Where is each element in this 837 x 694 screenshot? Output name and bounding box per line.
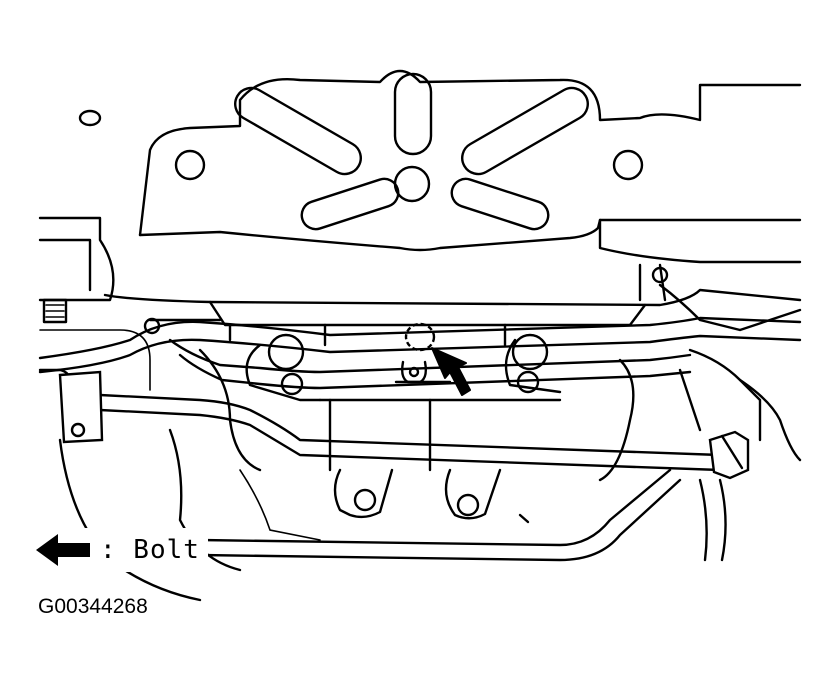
bolt-dashed-outline <box>404 322 436 352</box>
slot-upper-right <box>461 86 589 176</box>
pipes <box>38 316 802 472</box>
left-engine-structure <box>38 216 151 391</box>
center-hole <box>393 165 431 203</box>
slot-upper-left <box>234 86 362 176</box>
legend: : Bolt <box>30 528 208 572</box>
mount-hole-3 <box>511 333 549 371</box>
slot-lower-right <box>450 177 550 231</box>
hole-right <box>612 149 644 181</box>
legend-label: : Bolt <box>100 535 200 565</box>
right-structure <box>638 263 802 562</box>
hole-left <box>174 149 206 181</box>
lower-bosses <box>333 468 530 524</box>
pipe-clamp-left <box>58 370 104 444</box>
bolt-arrow-icon <box>36 534 90 566</box>
slot-lower-left <box>300 177 400 231</box>
left-lower-housing <box>58 428 321 602</box>
slot-top <box>393 72 433 156</box>
figure-code: G00344268 <box>38 595 148 618</box>
mount-hole-2 <box>280 372 304 396</box>
pipe-clip-right <box>708 430 750 480</box>
bolt-head-left <box>42 298 68 324</box>
small-hole <box>78 109 102 127</box>
mount-hole-1 <box>267 333 305 371</box>
lower-pipe <box>198 468 682 562</box>
drive-plate-cover <box>78 69 802 264</box>
bolt-pointer-arrow <box>431 347 471 396</box>
